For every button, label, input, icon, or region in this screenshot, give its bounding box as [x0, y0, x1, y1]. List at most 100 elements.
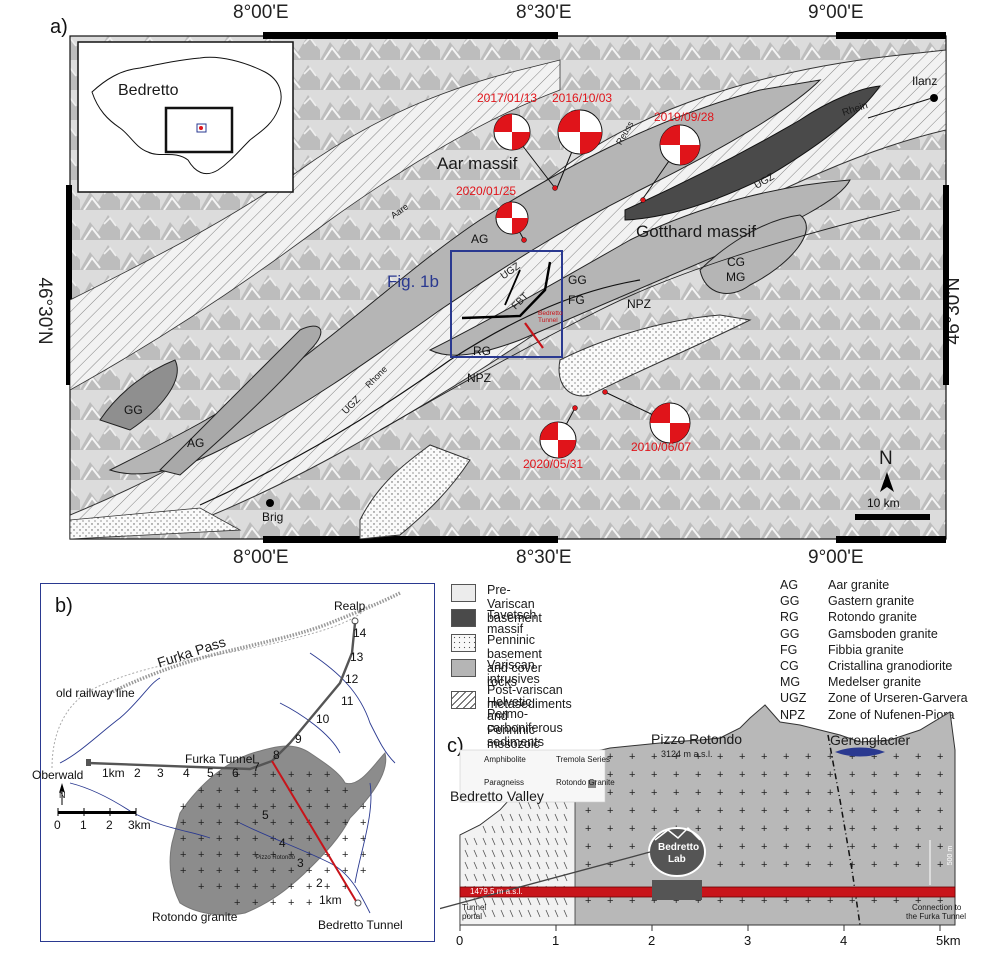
svg-text:+: +: [849, 805, 855, 817]
north-arrow-a: [880, 472, 894, 492]
furka-km-label: 9: [295, 732, 302, 746]
svg-text:+: +: [306, 849, 312, 861]
abbreviation-key: GG: [780, 594, 800, 609]
svg-text:+: +: [288, 817, 294, 829]
c-x-tick-label: 5km: [936, 933, 961, 948]
panel-b-map: ++++++++++++++++++++++++++++++++++++++++…: [51, 591, 401, 916]
event-date-2020-05-31: 2020/05/31: [523, 457, 584, 471]
svg-text:+: +: [585, 805, 591, 817]
svg-text:+: +: [629, 895, 635, 907]
svg-text:+: +: [651, 895, 657, 907]
furka-km-1: 1km: [102, 766, 125, 780]
unit-gg-2: GG: [124, 403, 143, 417]
bedretto-tunnel-label-b: Bedretto Tunnel: [318, 918, 403, 932]
svg-text:+: +: [234, 801, 240, 813]
svg-text:+: +: [234, 817, 240, 829]
svg-text:+: +: [288, 849, 294, 861]
furka-km-label: 14: [353, 626, 367, 640]
svg-text:+: +: [270, 833, 276, 845]
svg-text:+: +: [629, 751, 635, 763]
svg-text:+: +: [288, 865, 294, 877]
svg-text:+: +: [717, 805, 723, 817]
svg-text:+: +: [629, 859, 635, 871]
svg-text:+: +: [805, 841, 811, 853]
svg-text:+: +: [288, 881, 294, 893]
svg-text:+: +: [893, 751, 899, 763]
bedretto-valley-label: Bedretto Valley: [450, 788, 544, 804]
coord-top-9-00: 9°00'E: [808, 2, 864, 23]
furka-km-label: 7: [253, 760, 260, 774]
svg-text:+: +: [937, 859, 943, 871]
svg-text:+: +: [180, 833, 186, 845]
svg-text:+: +: [717, 787, 723, 799]
north-label-b: N: [59, 790, 66, 800]
svg-text:+: +: [717, 895, 723, 907]
svg-text:+: +: [739, 805, 745, 817]
unit-mg: MG: [726, 270, 746, 284]
svg-text:+: +: [306, 865, 312, 877]
connection-label-1: Connection to: [912, 903, 962, 912]
svg-text:+: +: [651, 805, 657, 817]
legend-label: Pre-Variscan basement: [487, 583, 542, 625]
rotondo-granite-label: Rotondo granite: [152, 910, 238, 924]
svg-text:+: +: [893, 769, 899, 781]
svg-text:+: +: [234, 769, 240, 781]
svg-text:+: +: [180, 865, 186, 877]
coord-bottom-8-30: 8°30'E: [516, 547, 572, 568]
svg-text:+: +: [306, 801, 312, 813]
c-legend-amphibolite: Amphibolite: [484, 755, 526, 764]
svg-text:+: +: [216, 801, 222, 813]
svg-text:+: +: [827, 895, 833, 907]
oberwald-label: Oberwald: [32, 768, 84, 782]
svg-text:+: +: [216, 865, 222, 877]
svg-text:+: +: [252, 785, 258, 797]
svg-text:+: +: [871, 787, 877, 799]
svg-text:+: +: [324, 769, 330, 781]
svg-text:+: +: [695, 787, 701, 799]
coord-bottom-9-00: 9°00'E: [808, 547, 864, 568]
abbreviation-key: UGZ: [780, 691, 807, 706]
coord-bottom-8-00: 8°00'E: [233, 547, 289, 568]
beach-ball: [493, 113, 531, 151]
svg-text:+: +: [198, 881, 204, 893]
svg-text:+: +: [717, 769, 723, 781]
unit-npz-2: NPZ: [467, 371, 491, 385]
bedretto-tunnel-line-b: [271, 760, 357, 902]
svg-text:+: +: [342, 817, 348, 829]
legend-label: Variscan intrusives: [487, 658, 540, 686]
unit-ag-1: AG: [471, 232, 489, 246]
svg-text:+: +: [180, 817, 186, 829]
svg-text:+: +: [827, 859, 833, 871]
c-x-tick-label: 1: [552, 933, 560, 948]
svg-text:+: +: [360, 849, 366, 861]
furka-km-label: 12: [345, 672, 359, 686]
svg-text:+: +: [234, 849, 240, 861]
svg-text:+: +: [717, 823, 723, 835]
c-legend-rotondo: Rotondo Granite: [556, 778, 615, 787]
abbreviation-value: Cristallina granodiorite: [828, 659, 953, 673]
svg-text:+: +: [761, 823, 767, 835]
event-date-2020-01-25: 2020/01/25: [456, 184, 517, 198]
svg-text:+: +: [827, 805, 833, 817]
svg-text:+: +: [324, 785, 330, 797]
furka-km-label: 3: [157, 766, 164, 780]
svg-text:+: +: [252, 865, 258, 877]
svg-text:+: +: [695, 895, 701, 907]
legend-hatched-line-1: Post-variscan metasediments: [487, 683, 572, 711]
svg-text:+: +: [629, 805, 635, 817]
svg-text:+: +: [360, 833, 366, 845]
bedretto-tunnel-map-label: Bedretto Tunnel: [538, 310, 563, 324]
furka-tunnel-line: [87, 622, 357, 771]
svg-text:+: +: [252, 833, 258, 845]
geological-map: [66, 32, 949, 543]
old-railway-label: old railway line: [56, 686, 135, 700]
svg-text:+: +: [585, 823, 591, 835]
vertical-scale-label: 500 m: [947, 845, 955, 866]
svg-text:+: +: [198, 817, 204, 829]
svg-text:+: +: [629, 787, 635, 799]
coord-top-8-30: 8°30'E: [516, 2, 572, 23]
svg-text:+: +: [324, 801, 330, 813]
abbreviation-value: Gastern granite: [828, 594, 915, 609]
svg-text:+: +: [893, 805, 899, 817]
bedretto-lab-label-1: Bedretto: [658, 842, 700, 853]
